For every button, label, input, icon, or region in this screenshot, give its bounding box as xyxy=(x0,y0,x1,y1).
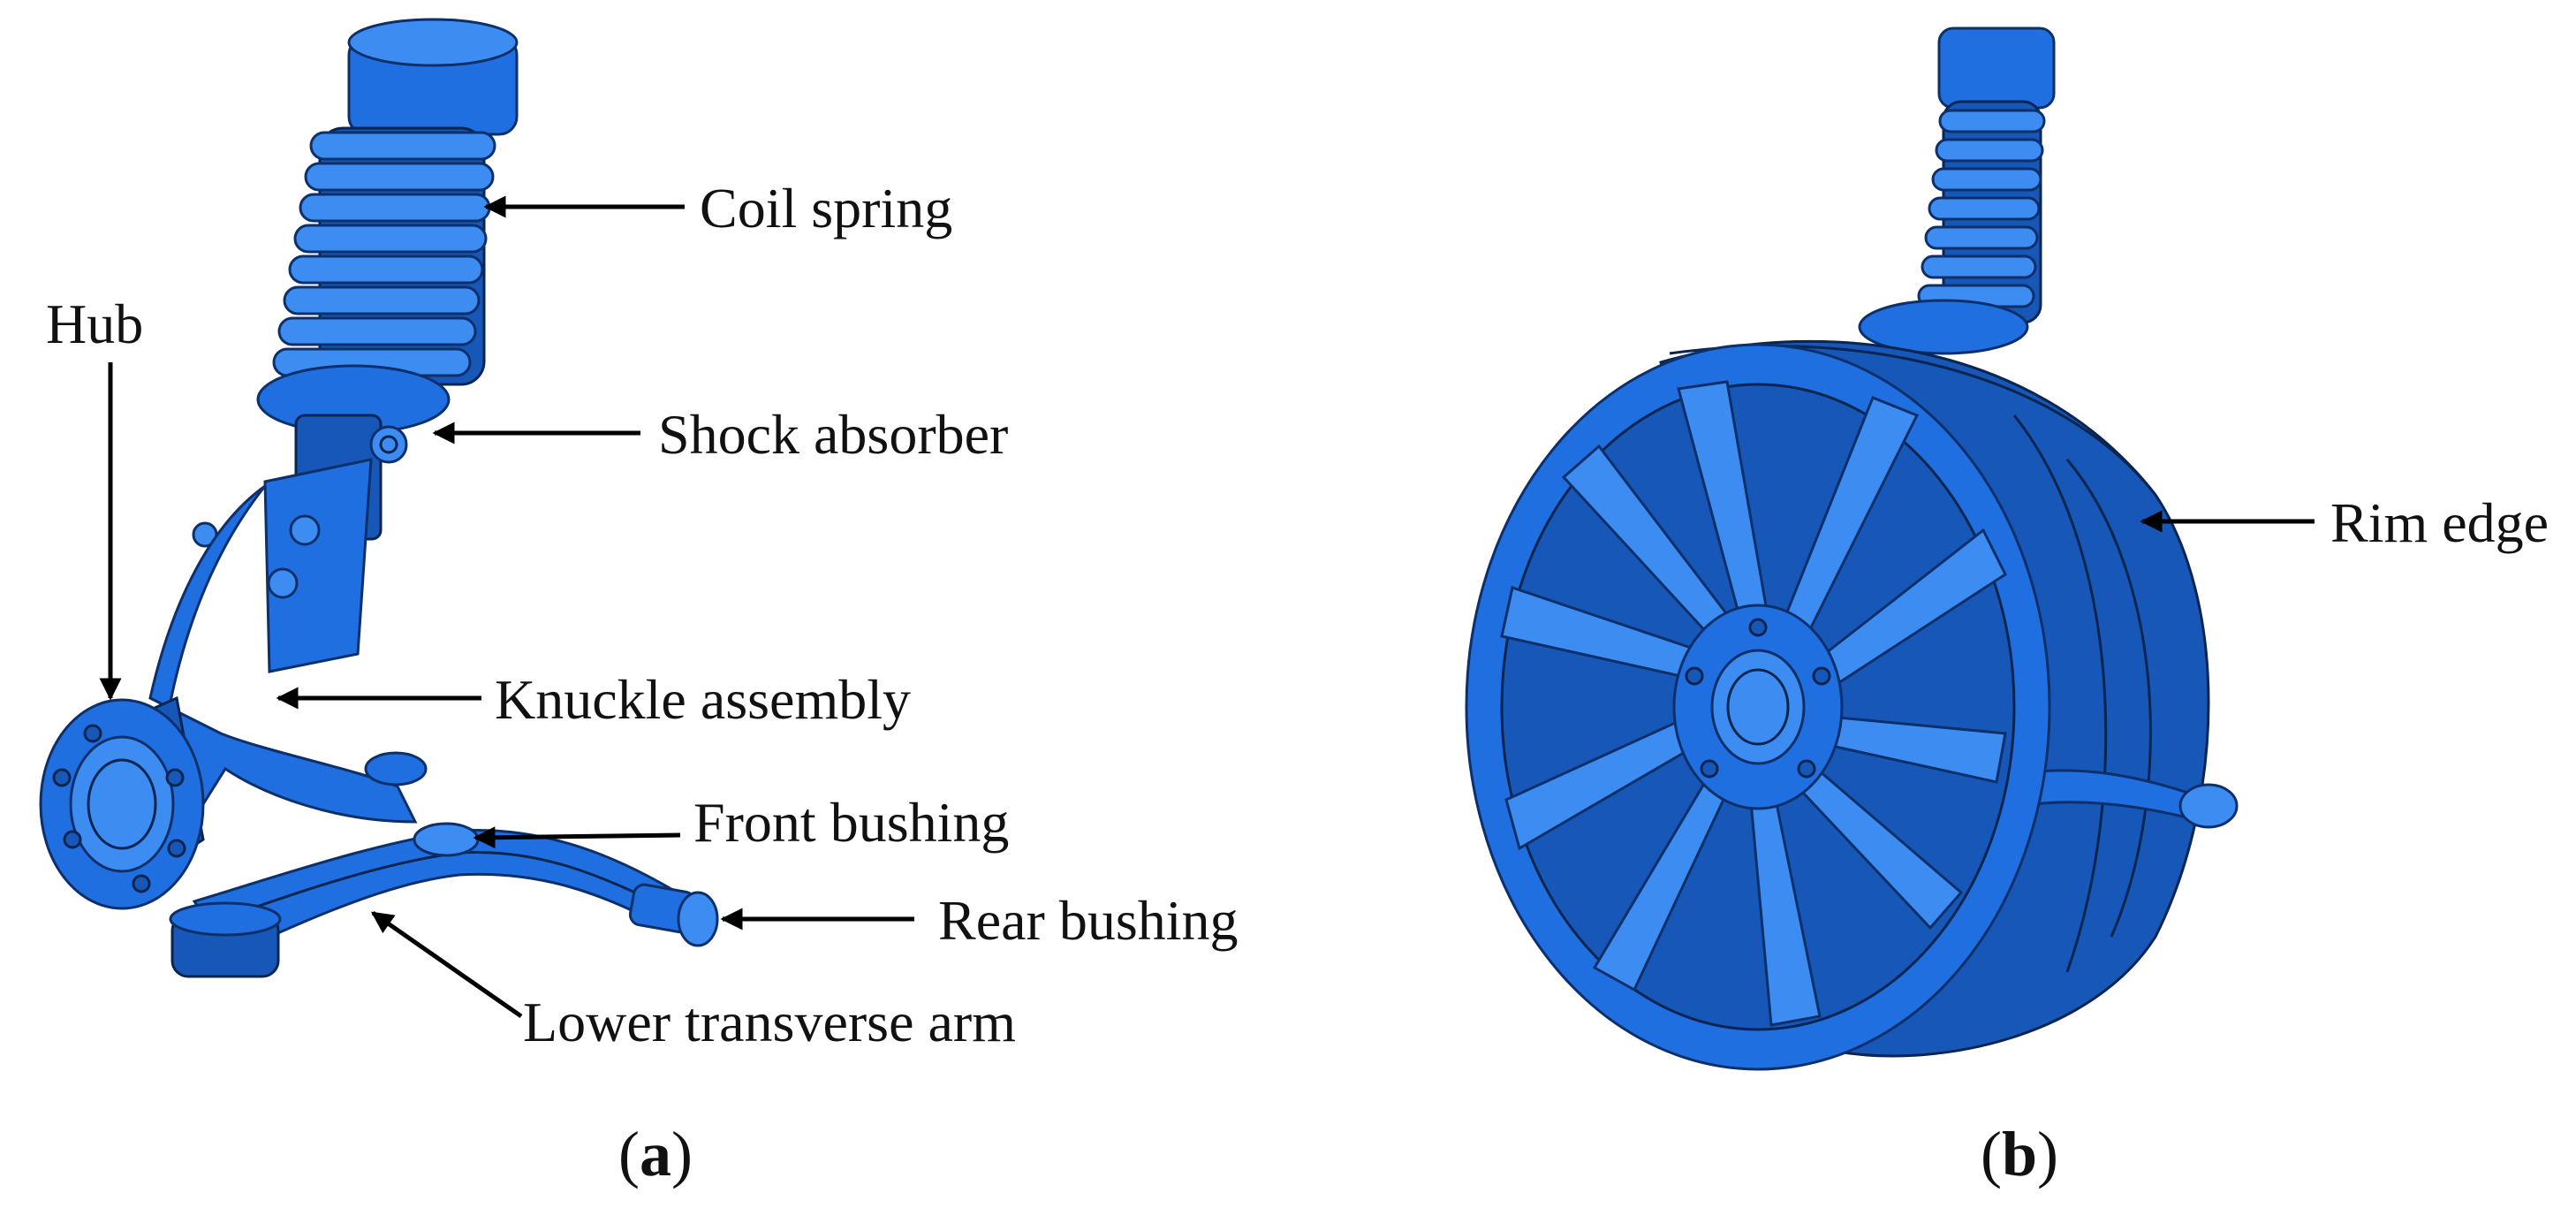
label-rim-edge: Rim edge xyxy=(2330,491,2549,554)
front-bushing-part xyxy=(413,822,480,857)
leader-front-bushing xyxy=(473,826,681,849)
rear-bushing-part xyxy=(628,883,719,947)
label-lower-transverse-arm: Lower transverse arm xyxy=(523,991,1016,1053)
lug-hole xyxy=(1812,666,1831,686)
top-mount xyxy=(347,18,519,136)
lower-arm-mount xyxy=(169,901,282,978)
caption-a: (a) xyxy=(618,1119,693,1189)
hub xyxy=(39,695,205,910)
bracket-bolt xyxy=(289,514,321,546)
caption-b: (b) xyxy=(1981,1119,2058,1189)
rim-spokes xyxy=(1500,380,2007,1027)
center-bore xyxy=(1710,649,1806,765)
label-knuckle-assembly: Knuckle assembly xyxy=(495,668,911,731)
label-coil-spring: Coil spring xyxy=(700,177,952,239)
lug-hole xyxy=(1685,666,1704,686)
coil-spring xyxy=(272,126,496,386)
panel-a-illustration xyxy=(39,18,719,978)
bracket-bolt xyxy=(267,567,299,599)
lug-hole xyxy=(1748,618,1768,637)
knuckle xyxy=(148,484,418,824)
knuckle-ball-joint xyxy=(364,751,428,786)
panel-a-leaders xyxy=(99,195,914,1019)
leader-lower-transverse-arm xyxy=(370,910,523,1019)
label-hub: Hub xyxy=(46,293,143,355)
label-shock-absorber: Shock absorber xyxy=(658,403,1008,466)
rear-bushing-b xyxy=(2178,783,2239,829)
label-rear-bushing: Rear bushing xyxy=(938,889,1239,952)
panel-a-labels: Coil spring Hub Shock absorber Knuckle a… xyxy=(46,177,1239,1053)
coil-spring-b xyxy=(1858,27,2056,355)
strut-bracket xyxy=(263,458,373,673)
lug-hole xyxy=(1700,759,1719,779)
panel-b-illustration xyxy=(1465,27,2239,1071)
label-front-bushing: Front bushing xyxy=(693,791,1009,854)
lug-hole xyxy=(1797,759,1816,779)
